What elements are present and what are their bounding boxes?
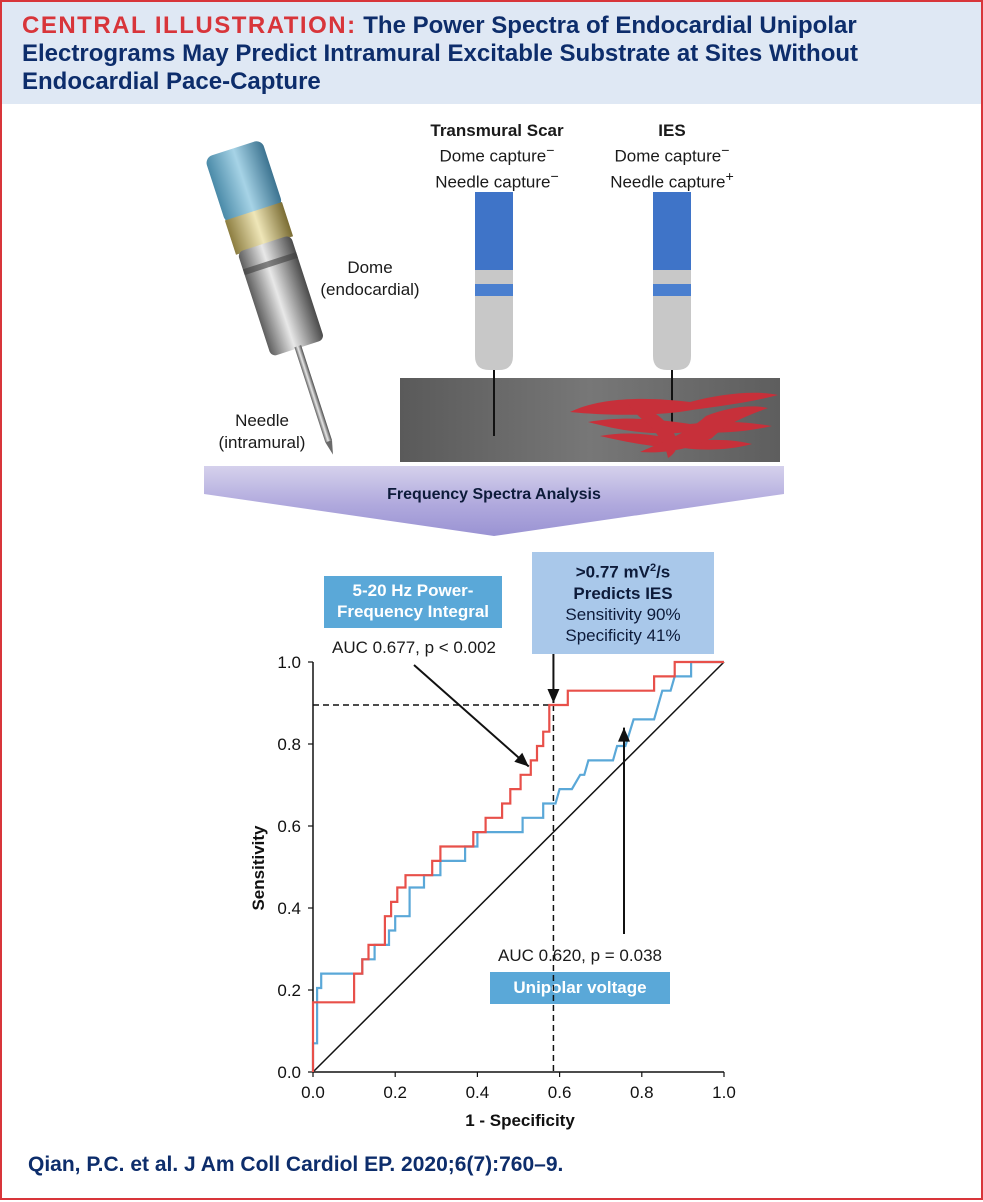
- scar-sup2: −: [550, 168, 559, 185]
- unipolar-voltage-box: Unipolar voltage: [490, 972, 670, 1004]
- y-tick-label: 0.8: [277, 735, 301, 754]
- voltage-auc-arrow-head: [618, 727, 630, 742]
- scar-catheter: [475, 192, 513, 436]
- ies-line2: Needle capture: [610, 172, 726, 192]
- title-text: The Power Spectra of Endocardial Unipola…: [22, 12, 859, 95]
- power-box-line1: 5-20 Hz Power-: [352, 581, 474, 600]
- power-integral-roc-curve: [311, 660, 724, 1072]
- x-tick-label: 0.2: [383, 1083, 407, 1102]
- threshold-line1-sup: 2: [649, 562, 657, 574]
- dome-label: Dome (endocardial): [300, 257, 440, 301]
- citation: Qian, P.C. et al. J Am Coll Cardiol EP. …: [28, 1153, 564, 1176]
- needle-label: Needle (intramural): [192, 410, 332, 454]
- scar-line1: Dome capture: [439, 146, 547, 166]
- threshold-box: >0.77 mV2/s Predicts IES Sensitivity 90%…: [532, 552, 714, 654]
- x-tick-label: 0.8: [630, 1083, 654, 1102]
- catheter-cap: [206, 141, 282, 223]
- scar-label: Transmural Scar Dome capture− Needle cap…: [407, 120, 587, 192]
- excitable-tissue-strands: [570, 392, 778, 458]
- power-box-line2: Frequency Integral: [336, 602, 490, 621]
- power-auc-arrow-head: [514, 752, 529, 767]
- x-tick-label: 0.4: [466, 1083, 490, 1102]
- title-prefix: CENTRAL ILLUSTRATION:: [22, 12, 357, 39]
- reference-diagonal: [312, 661, 725, 1073]
- threshold-line4: Specificity 41%: [565, 625, 681, 645]
- scar-line2: Needle capture: [435, 172, 551, 192]
- scar-sup1: −: [546, 143, 555, 159]
- roc-series: [311, 660, 724, 1072]
- power-integral-box: 5-20 Hz Power- Frequency Integral: [324, 576, 502, 628]
- needle-label-line1: Needle: [235, 411, 289, 430]
- threshold-line2: Predicts IES: [573, 583, 673, 603]
- ies-sup2: +: [725, 168, 734, 185]
- dome-label-line2: (endocardial): [320, 280, 420, 299]
- dome-label-line1: Dome: [347, 258, 393, 277]
- threshold-line3: Sensitivity 90%: [565, 604, 681, 624]
- power-auc-arrow: [413, 664, 530, 768]
- needle-label-line2: (intramural): [218, 433, 306, 452]
- x-tick-label: 1.0: [712, 1083, 736, 1102]
- catheter-photo: [206, 141, 333, 455]
- analysis-banner: [204, 466, 784, 536]
- y-tick-label: 1.0: [277, 653, 301, 672]
- cutoff-arrow-head: [547, 689, 560, 704]
- roc-axes: 0.0 0.2 0.4 0.6 0.8 1.0 0.0 0.2 0.4 0.6 0.8 1.0: [277, 653, 735, 1102]
- y-tick-label: 0.6: [277, 817, 301, 836]
- y-tick-label: 0.0: [277, 1063, 301, 1082]
- x-tick-label: 0.6: [548, 1083, 572, 1102]
- scar-title: Transmural Scar: [430, 121, 564, 140]
- ies-line1: Dome capture: [614, 146, 722, 166]
- threshold-line1-pre: >0.77 mV: [575, 562, 650, 582]
- y-tick-label: 0.2: [277, 981, 301, 1000]
- roc-guides: [312, 661, 725, 1073]
- x-axis-title: 1 - Specificity: [465, 1111, 575, 1130]
- header: CENTRAL ILLUSTRATION: The Power Spectra …: [2, 2, 981, 104]
- tissue-schematic: [400, 192, 780, 462]
- unipolar-voltage-roc-curve: [311, 660, 724, 1072]
- threshold-line1-post: /s: [656, 562, 671, 582]
- analysis-banner-label: Frequency Spectra Analysis: [387, 486, 601, 503]
- threshold-line1: >0.77 mV2/s: [532, 558, 714, 583]
- ies-title: IES: [658, 121, 686, 140]
- x-tick-label: 0.0: [301, 1083, 325, 1102]
- catheter-needle: [294, 345, 332, 443]
- figure-title: CENTRAL ILLUSTRATION: The Power Spectra …: [22, 12, 972, 96]
- y-axis-title: Sensitivity: [249, 825, 268, 911]
- y-tick-label: 0.4: [277, 899, 301, 918]
- roc-arrows: [413, 654, 630, 934]
- ies-sup1: −: [721, 143, 730, 159]
- ies-label: IES Dome capture− Needle capture+: [582, 120, 762, 192]
- power-auc-label: AUC 0.677, p < 0.002: [332, 638, 496, 657]
- voltage-auc-label: AUC 0.620, p = 0.038: [498, 946, 662, 965]
